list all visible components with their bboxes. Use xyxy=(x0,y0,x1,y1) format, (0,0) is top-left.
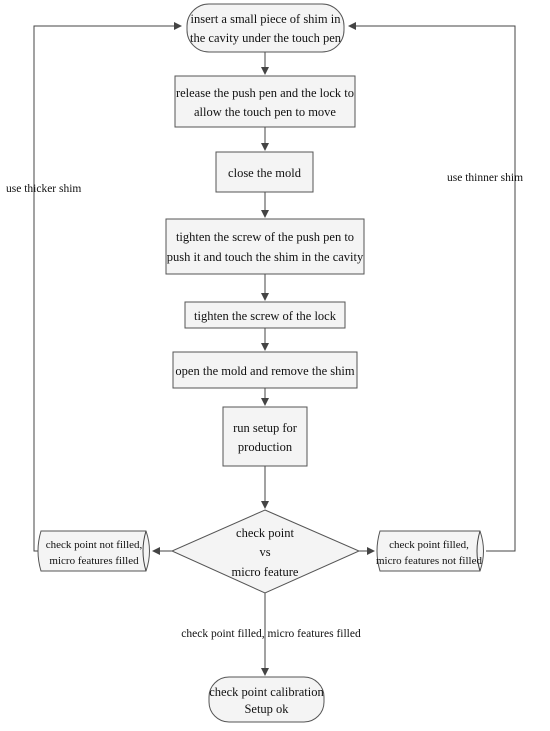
right-loop-line xyxy=(348,22,516,552)
node-right-result-line2: micro features not filled xyxy=(376,555,482,567)
node-end-line1: check point calibration xyxy=(209,685,324,699)
node-close-line1: close the mold xyxy=(228,166,302,180)
node-end: check point calibration Setup ok xyxy=(208,676,325,723)
node-right-result-line1: check point filled, xyxy=(389,539,469,551)
edge-label-bottom: check point filled, micro features fille… xyxy=(181,628,361,640)
node-left-result: check point not filled, micro features f… xyxy=(37,530,150,572)
edge-label-left-loop: use thicker shim xyxy=(6,183,81,195)
edge-label-right-loop: use thinner shim xyxy=(447,172,523,184)
node-tighten-push-line1: tighten the screw of the push pen to xyxy=(176,230,354,244)
node-open-line1: open the mold and remove the shim xyxy=(175,364,354,378)
node-start: insert a small piece of shim in the cavi… xyxy=(186,3,345,53)
node-open: open the mold and remove the shim xyxy=(172,351,358,389)
node-tighten-lock: tighten the screw of the lock xyxy=(184,301,346,329)
node-decision-line1: check point xyxy=(236,526,294,540)
node-tighten-push: tighten the screw of the push pen to pus… xyxy=(165,218,365,275)
node-decision: check point vs micro feature xyxy=(170,509,361,594)
node-close: close the mold xyxy=(215,151,314,193)
node-release: release the push pen and the lock to all… xyxy=(174,75,356,128)
node-decision-line3: micro feature xyxy=(232,565,299,579)
node-right-result: check point filled, micro features not f… xyxy=(376,530,484,572)
node-setup: run setup for production xyxy=(222,406,308,467)
node-left-result-line2: micro features filled xyxy=(49,555,139,567)
node-left-result-line1: check point not filled, xyxy=(46,539,143,551)
node-setup-line1: run setup for xyxy=(233,421,298,435)
node-start-line2: the cavity under the touch pen xyxy=(190,31,342,45)
node-start-line1: insert a small piece of shim in xyxy=(191,12,342,26)
left-loop-line xyxy=(33,22,182,552)
node-tighten-push-line2: push it and touch the shim in the cavity xyxy=(167,250,364,264)
node-setup-line2: production xyxy=(238,440,293,454)
node-release-line1: release the push pen and the lock to xyxy=(176,86,354,100)
node-end-line2: Setup ok xyxy=(244,702,289,716)
node-release-line2: allow the touch pen to move xyxy=(194,105,336,119)
node-tighten-lock-line1: tighten the screw of the lock xyxy=(194,309,337,323)
node-decision-line2: vs xyxy=(259,545,270,559)
